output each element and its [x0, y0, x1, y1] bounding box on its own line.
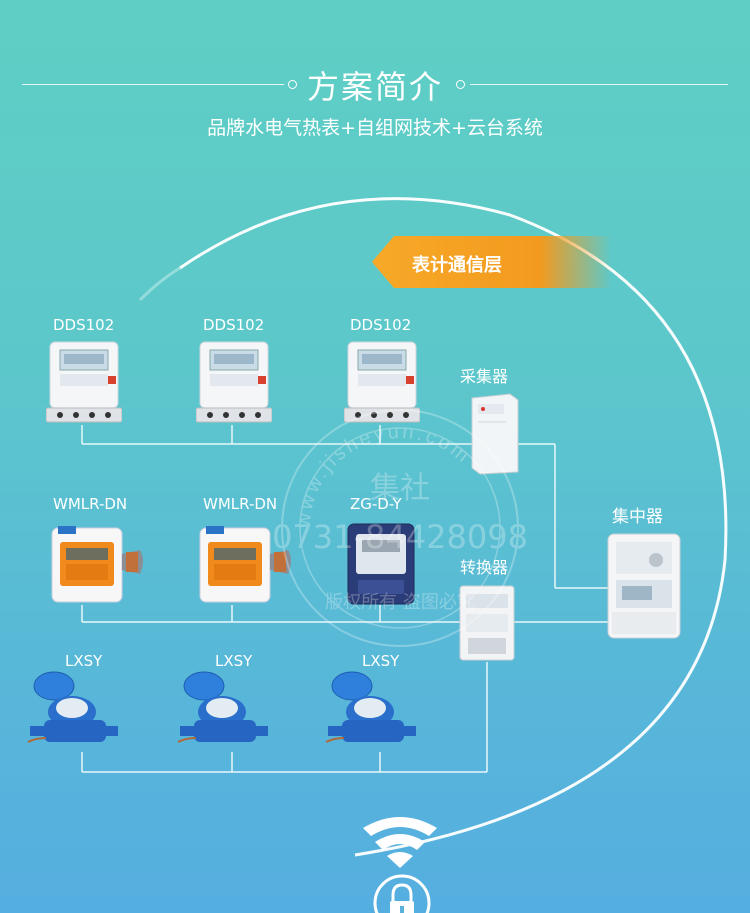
- concentrator-label: 集中器: [612, 507, 663, 527]
- heat-label-1: WMLR-DN: [53, 495, 128, 513]
- water-label-3: LXSY: [362, 652, 400, 670]
- gas-meter: [347, 523, 415, 605]
- concentrator-device: [607, 533, 681, 639]
- watermark-copyright: 版权所有 盗图必究: [325, 592, 475, 613]
- watermark-seal: www.jisheyun.com 集社 0731-84428098 版权所有 盗…: [272, 409, 528, 647]
- heat-meter-2: [199, 526, 291, 603]
- electric-meter-2: [196, 341, 272, 423]
- collector-device: [471, 393, 519, 475]
- heat-meter-1: [51, 526, 143, 603]
- water-meter-2: [177, 671, 268, 743]
- page-subtitle: 品牌水电气热表+自组网技术+云台系统: [207, 117, 543, 139]
- meter-label-2: DDS102: [203, 316, 265, 334]
- electric-meter-1: [46, 341, 122, 423]
- converter-device: [459, 585, 515, 661]
- water-meter-1: [27, 671, 118, 743]
- water-label-2: LXSY: [215, 652, 253, 670]
- header-rule-right: [470, 84, 728, 85]
- header-dot-right: [456, 80, 465, 89]
- water-meter-3: [325, 671, 416, 743]
- electric-meter-3: [344, 341, 420, 423]
- collector-label: 采集器: [460, 367, 509, 386]
- layer-banner: [372, 236, 612, 288]
- page-title: 方案简介: [306, 68, 443, 106]
- lock-icon: [373, 874, 431, 913]
- header-dot-left: [288, 80, 297, 89]
- water-label-1: LXSY: [65, 652, 103, 670]
- heat-label-2: WMLR-DN: [203, 495, 278, 513]
- gas-label: ZG-D-Y: [350, 495, 402, 513]
- header-rule-left: [22, 84, 284, 85]
- watermark-line1: 集社: [370, 471, 430, 506]
- watermark-phone: 0731-84428098: [272, 518, 528, 556]
- meter-label-3: DDS102: [350, 316, 412, 334]
- meter-label-1: DDS102: [53, 316, 115, 334]
- layer-banner-label: 表计通信层: [412, 255, 502, 276]
- wifi-icon: [363, 817, 437, 868]
- converter-label: 转换器: [460, 558, 509, 577]
